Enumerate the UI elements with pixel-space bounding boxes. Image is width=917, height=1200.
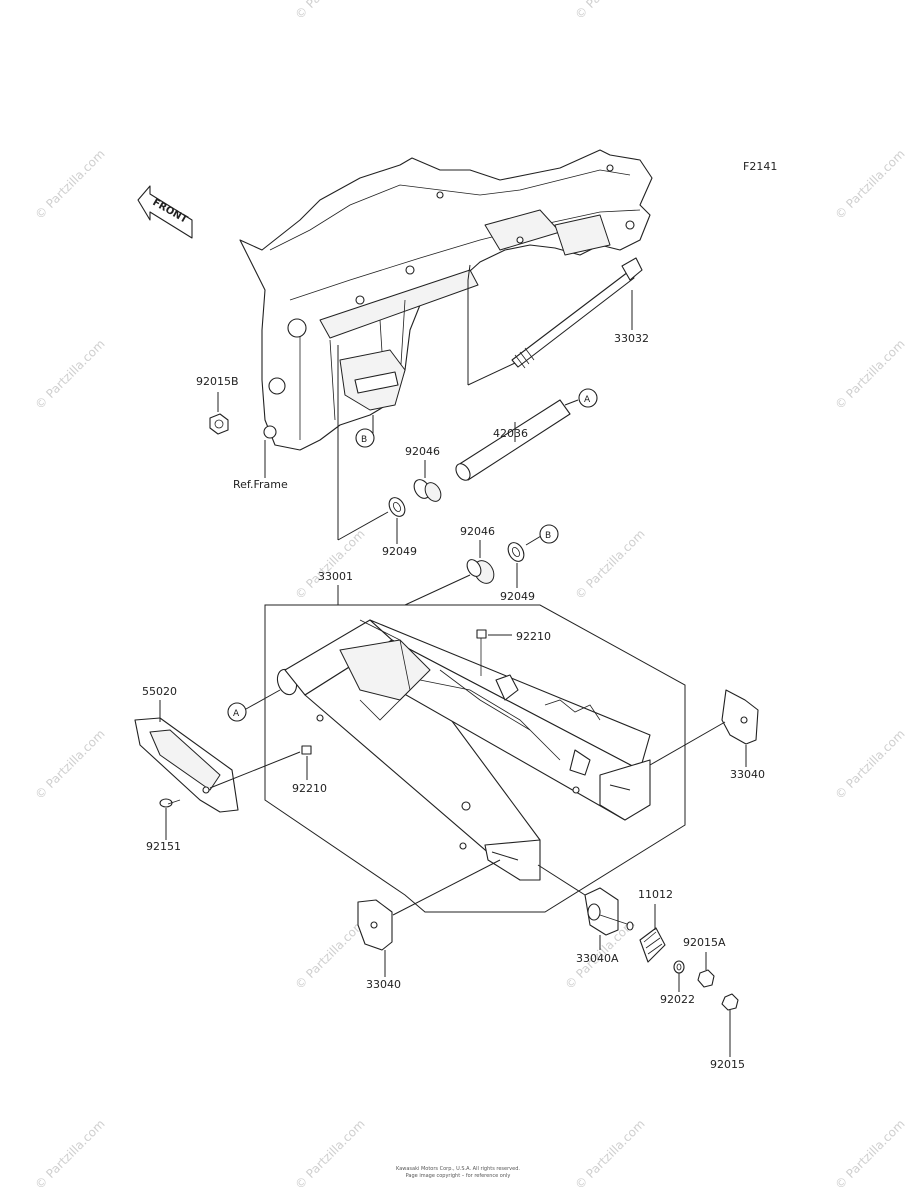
chain-adjuster-33040A: [584, 887, 634, 936]
copyright-line-2: Page image copyright – for reference onl…: [406, 1173, 511, 1179]
part-label-92022: 92022: [660, 993, 695, 1006]
part-label-55020: 55020: [142, 685, 177, 698]
watermark: © Partzilla.com: [32, 337, 107, 412]
watermark: © Partzilla.com: [572, 527, 647, 602]
watermark: © Partzilla.com: [832, 337, 907, 412]
part-label-33001: 33001: [318, 570, 353, 583]
nut-92015A: [697, 969, 715, 988]
callout-a-bottom-label: A: [233, 709, 240, 719]
chain-adjuster-33040-right: [721, 689, 759, 745]
part-label-33040A: 33040A: [576, 952, 619, 965]
watermark: © Partzilla.com: [832, 1117, 907, 1192]
callout-a-top-label: A: [584, 395, 591, 405]
watermark: © Partzilla.com: [832, 727, 907, 802]
frame-drawing: [239, 149, 653, 451]
watermark: © Partzilla.com: [292, 527, 367, 602]
part-label-42036: 42036: [493, 427, 528, 440]
part-label-92210-lower: 92210: [292, 782, 327, 795]
washer-92022: [673, 960, 685, 974]
bolt-92151: [159, 798, 181, 808]
part-label-92046-lower: 92046: [460, 525, 495, 538]
watermark: © Partzilla.com: [32, 1117, 107, 1192]
callout-a-bottom: [227, 702, 247, 722]
grease-fitting-92210-lower: [301, 745, 312, 755]
collar-42036: [455, 399, 571, 481]
copyright-line-1: Kawasaki Motors Corp., U.S.A. All rights…: [396, 1166, 520, 1172]
part-label-92015: 92015: [710, 1058, 745, 1071]
pivot-shaft-33032: [511, 257, 643, 369]
part-label-33040-right: 33040: [730, 768, 765, 781]
callout-b-top-label: B: [361, 435, 367, 445]
watermark: © Partzilla.com: [572, 1117, 647, 1192]
part-label-92015A: 92015A: [683, 936, 726, 949]
plate-11012: [639, 927, 666, 963]
bearing-92046-upper: [413, 479, 442, 502]
part-label-92046-upper: 92046: [405, 445, 440, 458]
callout-a-top: [578, 388, 598, 408]
ref-frame-label: Ref.Frame: [233, 478, 288, 491]
nut-92015: [721, 993, 739, 1011]
part-label-33032: 33032: [614, 332, 649, 345]
part-label-92049-lower: 92049: [500, 590, 535, 603]
swingarm-drawing: [276, 619, 651, 881]
part-label-33040-bottom: 33040: [366, 978, 401, 991]
part-label-11012: 11012: [638, 888, 673, 901]
callout-b-bottom: [539, 524, 559, 544]
chain-adjuster-33040-bottom: [357, 899, 393, 951]
callout-b-bottom-label: B: [545, 531, 551, 541]
watermark: © Partzilla.com: [832, 147, 907, 222]
watermark: © Partzilla.com: [292, 0, 367, 22]
nut-92015B: [209, 413, 229, 435]
seal-92049-upper: [388, 497, 406, 517]
watermark: © Partzilla.com: [32, 727, 107, 802]
watermark: © Partzilla.com: [292, 917, 367, 992]
grease-fitting-92210-upper: [476, 629, 487, 676]
front-arrow-icon: FRONT: [137, 185, 193, 239]
callout-b-top: [355, 428, 375, 448]
part-label-92015B: 92015B: [196, 375, 239, 388]
watermark: © Partzilla.com: [572, 0, 647, 22]
part-label-92151: 92151: [146, 840, 181, 853]
watermark: © Partzilla.com: [292, 1117, 367, 1192]
diagram-code: F2141: [743, 160, 777, 173]
part-label-92210-upper: 92210: [516, 630, 551, 643]
part-label-92049-upper: 92049: [382, 545, 417, 558]
chain-guard-55020: [134, 717, 239, 813]
seal-92049-lower: [507, 542, 525, 562]
watermark: © Partzilla.com: [32, 147, 107, 222]
bearing-92046-lower: [466, 559, 495, 584]
